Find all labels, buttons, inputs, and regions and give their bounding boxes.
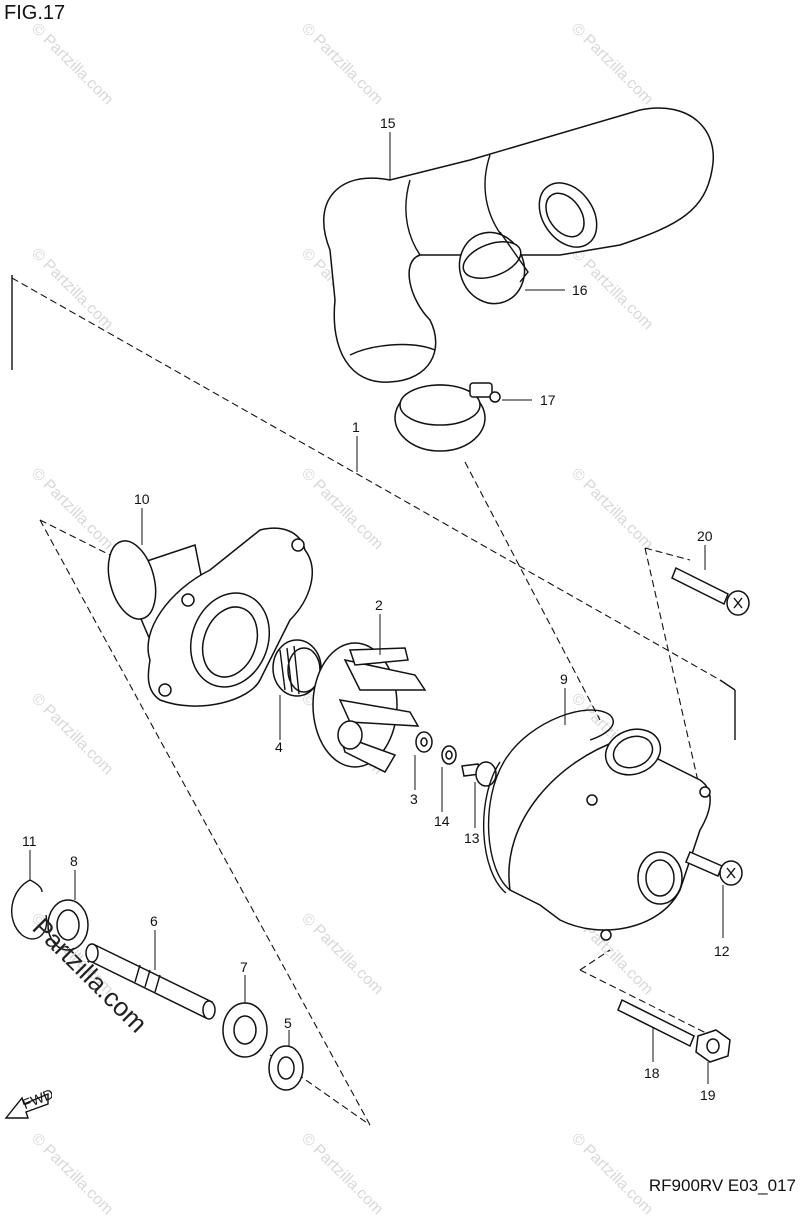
flange-nut-19	[695, 1029, 731, 1063]
callout-8: 8	[70, 853, 78, 869]
oil-seal-5	[268, 1045, 304, 1091]
callout-leaders	[29, 132, 724, 1084]
pump-cover-10	[107, 527, 313, 707]
hose-clamp-16	[458, 231, 529, 305]
callout-10: 10	[134, 491, 150, 507]
callout-18: 18	[644, 1065, 660, 1081]
o-ring-9	[482, 709, 614, 894]
hose-clamp-17	[394, 382, 501, 452]
callout-7: 7	[240, 959, 248, 975]
callout-19: 19	[700, 1087, 716, 1103]
screw-20	[671, 566, 750, 616]
callout-1: 1	[352, 419, 360, 435]
callout-17: 17	[540, 392, 556, 408]
callout-3: 3	[410, 791, 418, 807]
assembly-bracket-lines	[11, 275, 736, 1126]
callout-2: 2	[375, 597, 383, 613]
diagram-code: RF900RV E03_017	[648, 1176, 796, 1195]
callout-14: 14	[434, 813, 450, 829]
pump-body-1	[508, 728, 711, 941]
coolant-hose	[323, 107, 714, 383]
circlip-11	[11, 879, 48, 940]
callout-20: 20	[697, 528, 713, 544]
washer-3-hole	[420, 737, 428, 747]
callout-5: 5	[284, 1015, 292, 1031]
stud-bolt-18	[617, 998, 695, 1048]
callout-11: 11	[22, 833, 37, 849]
callout-4: 4	[275, 739, 283, 755]
oil-seal-8	[47, 899, 89, 951]
mechanical-seal-4	[272, 639, 322, 697]
impeller-2	[312, 642, 427, 773]
callout-13: 13	[464, 830, 480, 846]
forward-arrow-icon: FWD	[4, 1085, 56, 1127]
callout-15: 15	[380, 115, 396, 131]
callout-9: 9	[560, 671, 568, 687]
callout-6: 6	[150, 913, 158, 929]
screw-12	[685, 851, 743, 886]
washer-14-hole	[445, 750, 453, 760]
figure-title: FIG.17	[4, 2, 66, 24]
callout-16: 16	[572, 282, 588, 298]
callout-12: 12	[714, 943, 730, 959]
pump-shaft-6	[85, 943, 216, 1020]
bearing-7	[222, 1002, 268, 1058]
